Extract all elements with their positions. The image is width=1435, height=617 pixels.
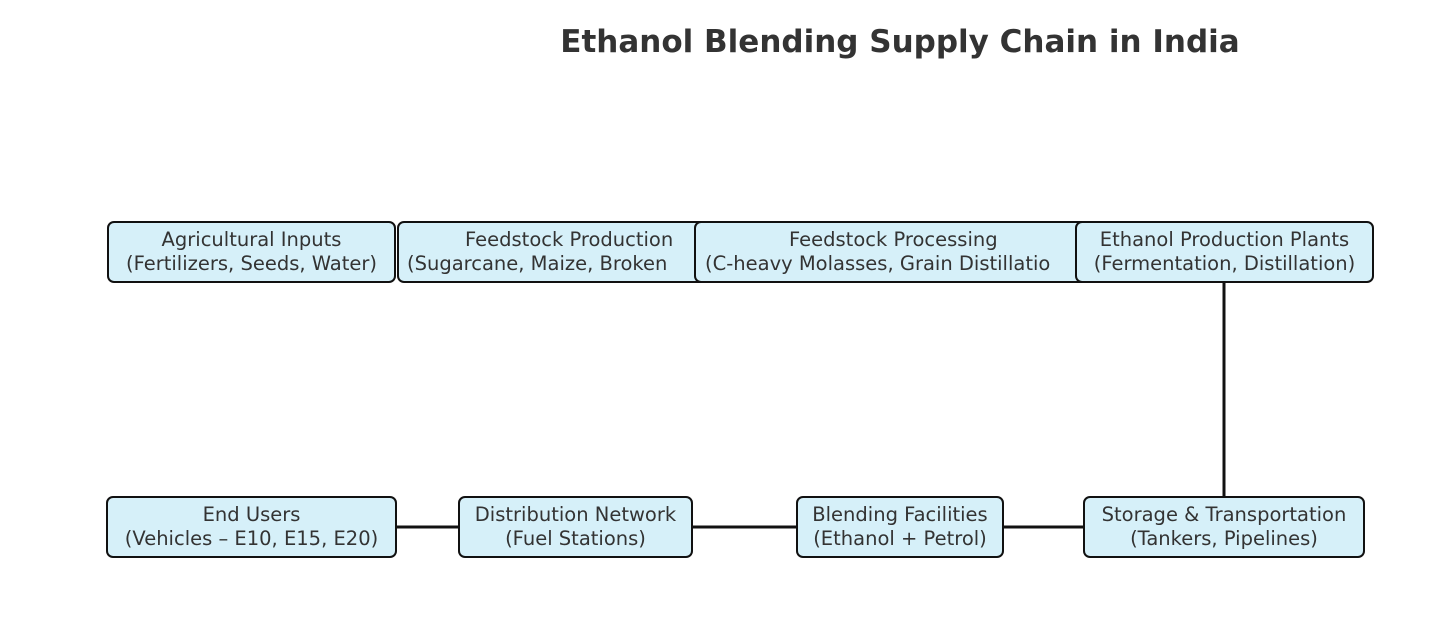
node-detail: (Ethanol + Petrol) [813, 527, 987, 550]
node-title: Agricultural Inputs [161, 228, 342, 251]
node-agricultural-inputs: Agricultural Inputs (Fertilizers, Seeds,… [107, 221, 396, 283]
node-storage-transportation: Storage & Transportation (Tankers, Pipel… [1083, 496, 1365, 558]
node-title: Distribution Network [474, 503, 677, 526]
node-detail: (Fermentation, Distillation) [1093, 252, 1356, 275]
node-detail: (Fertilizers, Seeds, Water) [125, 252, 378, 275]
node-detail: (Sugarcane, Maize, Broken [407, 252, 668, 275]
node-feedstock-production: Feedstock Production (Sugarcane, Maize, … [397, 221, 747, 283]
node-title: Feedstock Processing [789, 228, 998, 251]
node-ethanol-production-plants: Ethanol Production Plants (Fermentation,… [1075, 221, 1374, 283]
node-detail: (Tankers, Pipelines) [1130, 527, 1318, 550]
node-blending-facilities: Blending Facilities (Ethanol + Petrol) [796, 496, 1004, 558]
node-detail: (C-heavy Molasses, Grain Distillatio [705, 252, 1051, 275]
node-title: Storage & Transportation [1101, 503, 1347, 526]
node-title: Ethanol Production Plants [1099, 228, 1350, 251]
diagram-title: Ethanol Blending Supply Chain in India [560, 24, 1240, 60]
node-end-users: End Users (Vehicles – E10, E15, E20) [106, 496, 397, 558]
node-title: Feedstock Production [465, 228, 674, 251]
node-feedstock-processing: Feedstock Processing (C-heavy Molasses, … [694, 221, 1099, 283]
node-title: End Users [202, 503, 301, 526]
node-distribution-network: Distribution Network (Fuel Stations) [458, 496, 693, 558]
node-title: Blending Facilities [812, 503, 988, 526]
node-detail: (Vehicles – E10, E15, E20) [124, 527, 379, 550]
node-detail: (Fuel Stations) [505, 527, 646, 550]
